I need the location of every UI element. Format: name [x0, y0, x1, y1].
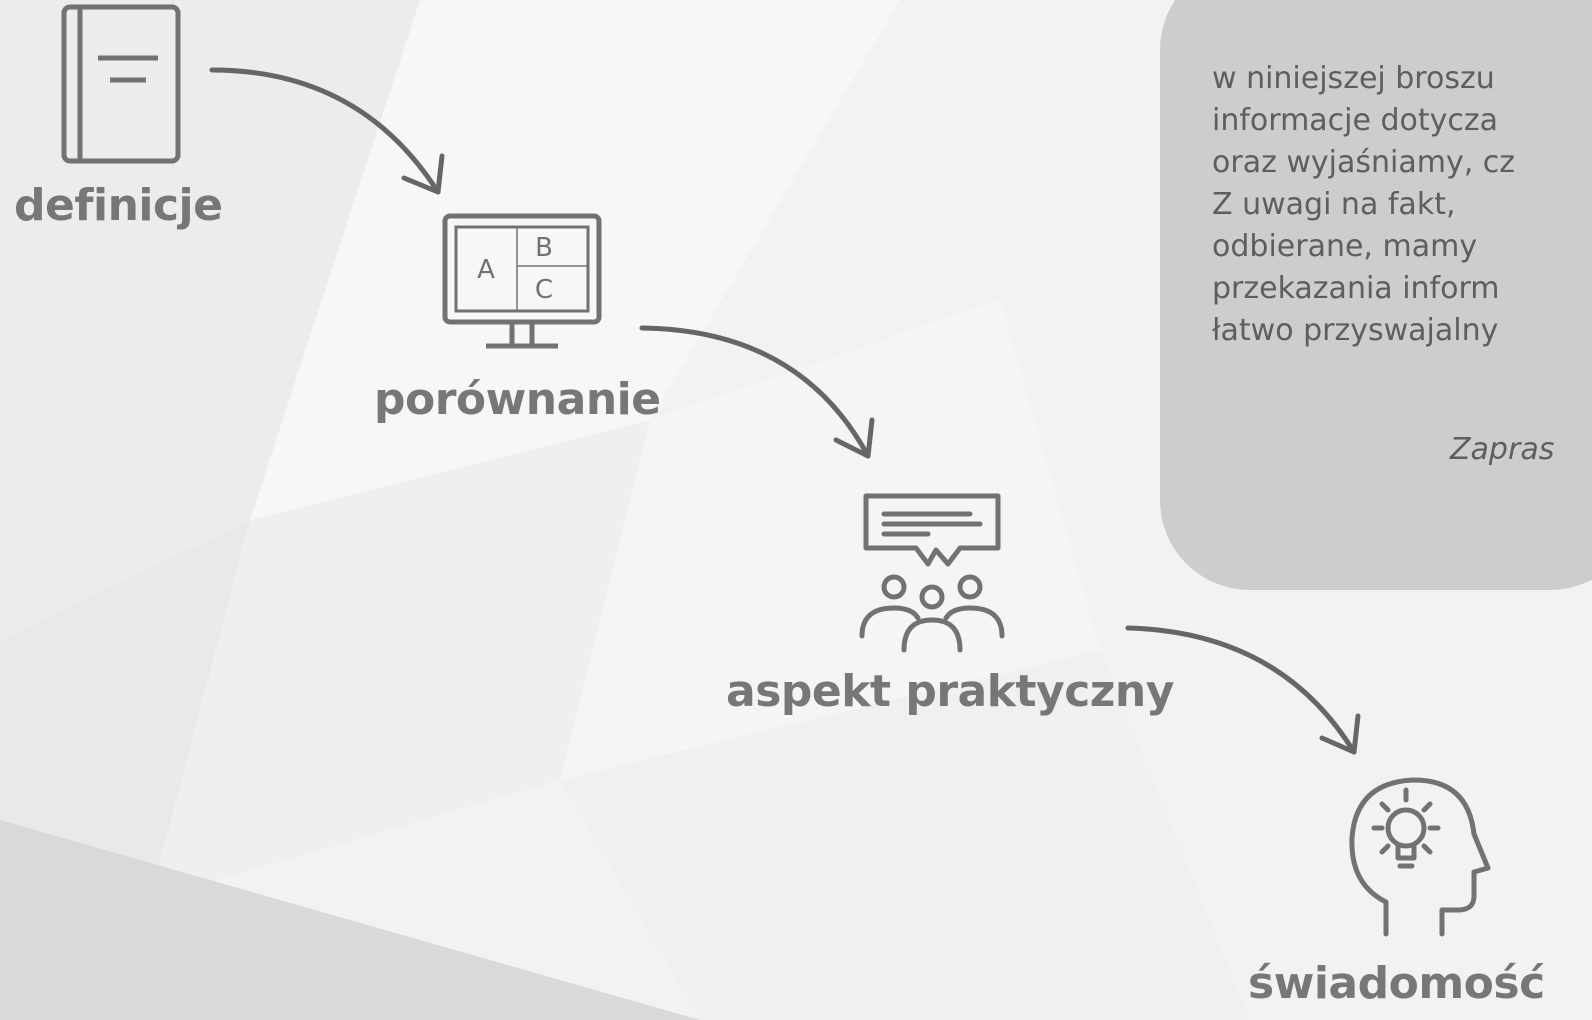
info-line: odbierane, mamy: [1212, 229, 1478, 264]
info-line: informacje dotycza: [1212, 103, 1499, 138]
head-lightbulb-icon: [1349, 777, 1491, 937]
step-label-swiadomosc: świadomość: [1248, 958, 1545, 1009]
comparison-cell-a: A: [477, 255, 495, 285]
info-closing: Zapras: [1450, 432, 1555, 467]
comparison-cell-b: B: [535, 233, 553, 263]
monitor-comparison-icon: A B C: [442, 213, 602, 349]
info-panel: w niniejszej broszu informacje dotycza o…: [1160, 0, 1592, 590]
info-paragraph: w niniejszej broszu informacje dotycza o…: [1212, 58, 1592, 352]
info-line: Z uwagi na fakt,: [1212, 187, 1456, 222]
info-line: przekazania inform: [1212, 271, 1500, 306]
info-line: w niniejszej broszu: [1212, 61, 1495, 96]
audience-presentation-icon: [859, 493, 1005, 653]
step-label-definicje: definicje: [14, 180, 223, 231]
comparison-cell-c: C: [535, 275, 553, 305]
info-line: łatwo przyswajalny: [1212, 313, 1499, 348]
info-line: oraz wyjaśniamy, cz: [1212, 145, 1516, 180]
step-label-aspekt-praktyczny: aspekt praktyczny: [726, 666, 1174, 717]
step-label-porownanie: porównanie: [374, 374, 661, 425]
